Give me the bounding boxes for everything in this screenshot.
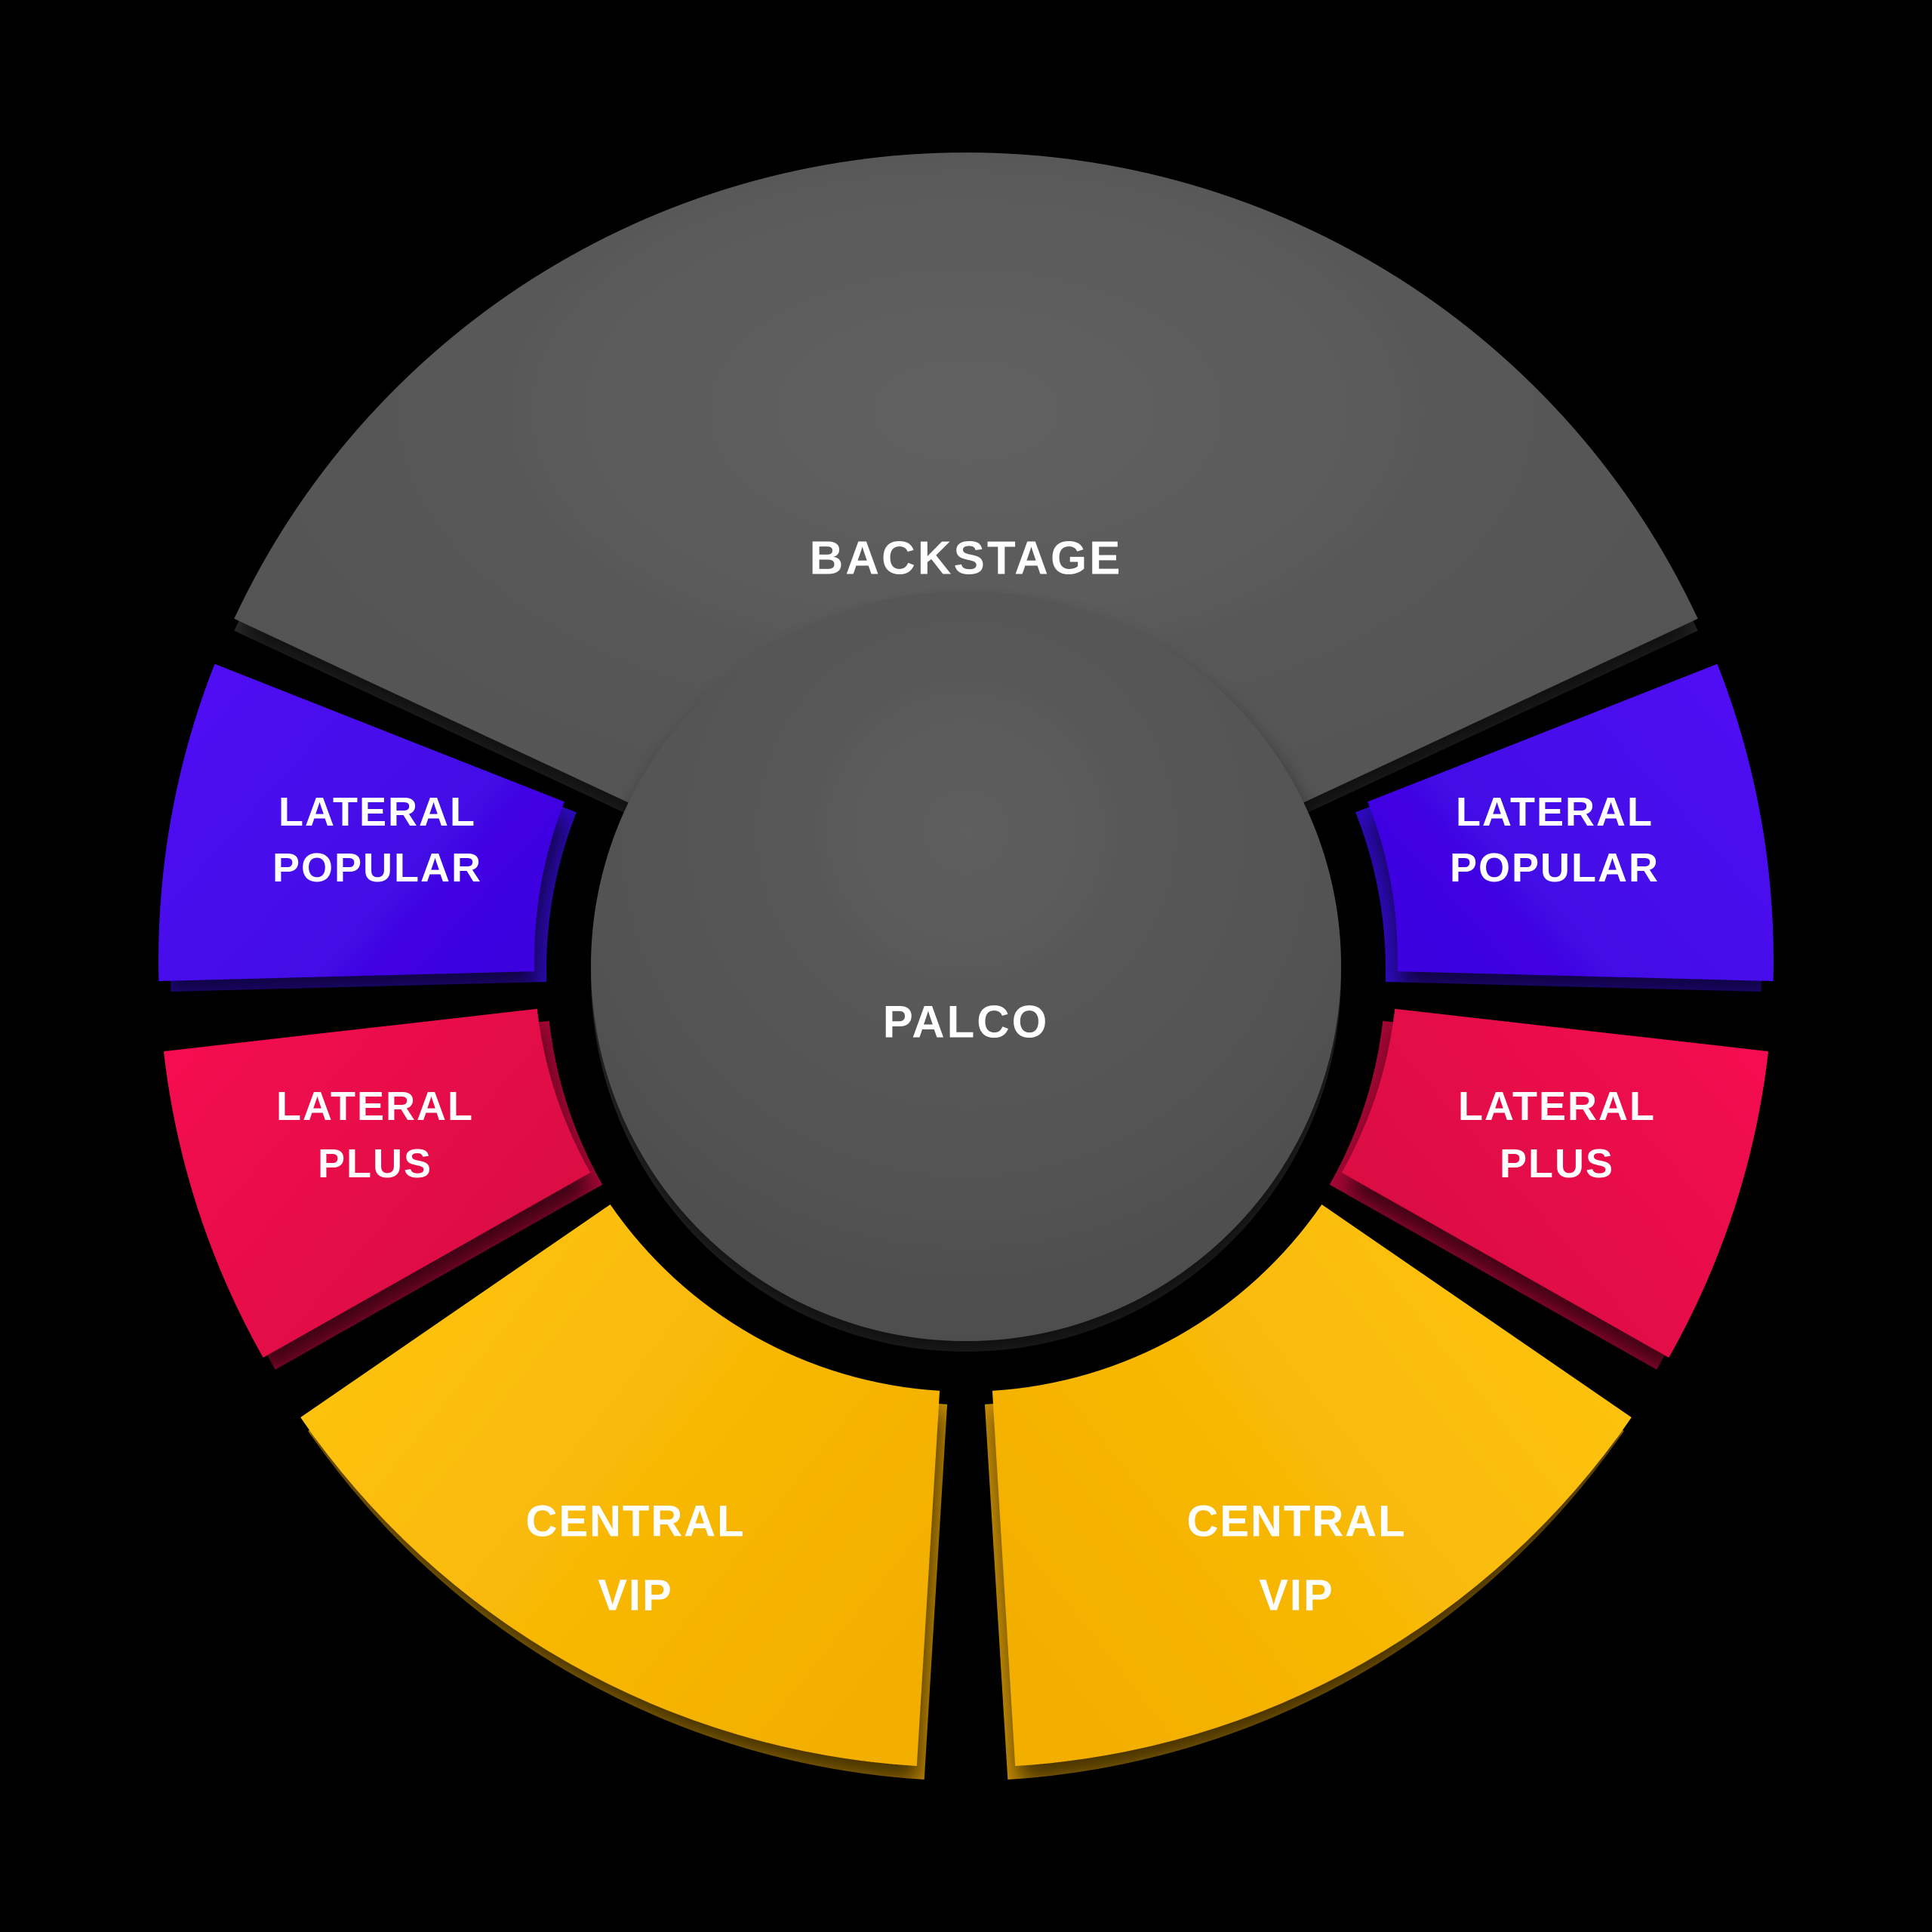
central-vip-right-label-line2: VIP [1259,1571,1334,1620]
section-central-vip-right[interactable] [992,1204,1632,1766]
backstage-label: BACKSTAGE [809,533,1122,585]
lateral-plus-right-label-line1: LATERAL [1458,1084,1656,1129]
lateral-popular-right-label-line2: POPULAR [1450,845,1660,891]
section-lateral-plus-left[interactable] [163,1008,591,1358]
palco-label: PALCO [883,997,1050,1048]
labels-layer: BACKSTAGE PALCO LATERAL POPULAR LATERAL … [272,533,1660,1620]
lateral-plus-left-label-line1: LATERAL [276,1084,474,1129]
section-lateral-popular-right[interactable] [1367,663,1774,981]
central-vip-right-label-line1: CENTRAL [1186,1497,1406,1546]
central-vip-left-label-line2: VIP [598,1571,673,1620]
central-vip-left-label-line1: CENTRAL [525,1497,745,1546]
sections-layer [158,152,1774,1780]
lateral-plus-right-label-line2: PLUS [1500,1141,1614,1186]
section-central-vip-left[interactable] [300,1204,940,1766]
lateral-popular-right-label-line1: LATERAL [1456,789,1654,835]
lateral-popular-left-label-line2: POPULAR [272,845,482,891]
lateral-plus-left-label-line2: PLUS [318,1141,432,1186]
section-backstage[interactable] [234,152,1698,961]
section-lateral-plus-right[interactable] [1341,1008,1769,1358]
section-lateral-popular-left[interactable] [158,663,565,981]
lateral-popular-left-label-line1: LATERAL [278,789,476,835]
section-palco[interactable] [591,591,1341,1341]
